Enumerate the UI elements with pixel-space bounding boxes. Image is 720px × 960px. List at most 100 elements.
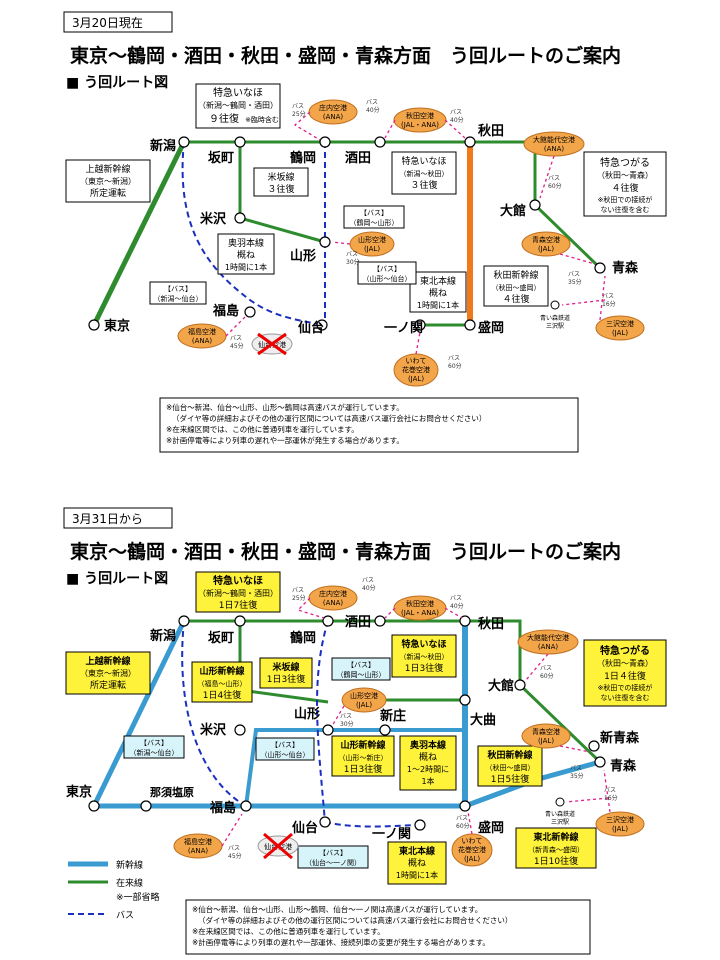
svg-text:バス: バス [228,845,240,852]
svg-text:９往復: ９往復 [209,112,239,125]
svg-text:福島空港: 福島空港 [184,837,212,846]
page-title: 東京～鶴岡・酒田・秋田・盛岡・青森方面 う回ルートのご案内 [70,44,621,67]
svg-text:奥羽本線: 奥羽本線 [228,237,264,249]
svg-text:1日3往復: 1日3往復 [405,662,443,674]
yamagata-shinkansen-box-2: 山形新幹線 （山形～新庄） 1日3往復 [331,735,395,777]
svg-text:秋田: 秋田 [478,123,504,139]
svg-text:40分: 40分 [450,602,464,610]
svg-text:４往復: ４往復 [502,293,529,305]
svg-text:特急いなほ: 特急いなほ [213,86,263,99]
svg-text:米沢: 米沢 [200,722,227,738]
svg-text:※計画停電等により列車の遅れや一部運休が発生する場合がありま: ※計画停電等により列車の遅れや一部運休が発生する場合があります。 [166,435,404,445]
svg-text:※秋田での接続が: ※秋田での接続が [598,683,653,692]
svg-text:青森空港: 青森空港 [532,727,560,736]
svg-text:花巻空港: 花巻空港 [458,845,486,854]
svg-text:バス: バス [230,335,242,342]
svg-text:【バス】: 【バス】 [271,741,299,749]
svg-text:大館: 大館 [488,678,514,694]
svg-text:(JAL): (JAL) [612,329,628,337]
svg-text:（新潟～秋田）: （新潟～秋田） [400,652,449,661]
notes-box: ※仙台～新潟、仙台～山形、山形～鶴岡、仙台～一ノ関は高速バスが運行しています。 … [185,899,591,955]
svg-text:バス: バス [346,251,358,258]
svg-text:※臨時含む: ※臨時含む [245,115,279,124]
svg-text:ない往復を含む: ない往復を含む [601,205,650,214]
svg-text:概ね: 概ね [408,857,426,869]
svg-text:東北本線: 東北本線 [399,845,435,857]
svg-text:秋田: 秋田 [478,616,504,632]
svg-text:（秋田～盛岡）: （秋田～盛岡） [486,763,535,772]
inaho-akita-box: 特急いなほ （新潟～秋田） ３往復 [391,151,457,195]
svg-text:1～2時間に: 1～2時間に [407,765,449,774]
svg-text:東京: 東京 [66,784,92,800]
svg-text:(ANA): (ANA) [192,337,213,345]
airport-labels: 庄内空港(ANA) 秋田空港(JAL・ANA) 山形空港(JAL) 大館能代空港… [184,589,634,863]
svg-text:1日3往復: 1日3往復 [267,673,305,685]
bus-tsuruoka-yamagata-box: 【バス】 （鶴岡～山形） [331,657,391,681]
inaho-box: 特急いなほ （新潟～鶴岡・酒田） ９往復 ※臨時含む [195,83,281,129]
svg-text:45分: 45分 [230,342,244,350]
svg-text:山形新幹線: 山形新幹線 [199,665,244,677]
svg-text:(JAL): (JAL) [538,737,554,745]
svg-text:山形: 山形 [294,706,320,722]
svg-text:(ANA): (ANA) [538,643,559,651]
svg-text:大曲: 大曲 [470,712,496,728]
svg-text:【バス】: 【バス】 [164,285,192,293]
svg-text:新潟: 新潟 [150,138,176,154]
svg-text:30分: 30分 [346,258,360,266]
svg-text:60分: 60分 [456,822,470,830]
svg-text:1日４往復: 1日４往復 [604,670,646,682]
svg-text:上越新幹線: 上越新幹線 [85,655,130,667]
svg-text:(ANA): (ANA) [188,847,209,855]
svg-text:(JAL): (JAL) [612,825,628,833]
svg-text:60分: 60分 [540,672,554,680]
svg-text:青森: 青森 [612,260,639,276]
svg-text:35分: 35分 [570,772,584,780]
svg-text:35分: 35分 [568,278,582,286]
svg-text:3月31日から: 3月31日から [72,512,143,526]
svg-text:秋田空港: 秋田空港 [406,111,434,120]
svg-text:【バス】: 【バス】 [373,265,401,273]
sendai-airport-closed: 仙台空港 [251,332,293,356]
svg-text:ない往復を含む: ない往復を含む [601,693,650,702]
yonesaka-box: 米坂線 ３往復 [253,167,309,197]
svg-text:（仙台～一ノ関）: （仙台～一ノ関） [305,858,361,867]
svg-text:青い森鉄道: 青い森鉄道 [545,810,575,818]
svg-text:４往復: ４往復 [611,182,638,194]
yamagata-shinkansen-box-1: 山形新幹線 （福島～山形） 1日4往復 [191,661,253,703]
svg-text:奥羽本線: 奥羽本線 [409,739,446,751]
misawa-station: 青い森鉄道 三沢駅 [545,797,575,826]
misawa-station: 青い森鉄道 三沢駅 [540,300,570,330]
svg-text:バス: バス [448,355,460,362]
ou-line-box: 奥羽本線 概ね 1～2時間に 1本 [399,735,457,791]
svg-text:バス: バス [568,271,580,278]
inaho-box: 特急いなほ （新潟～鶴岡・酒田） 1日7往復 [195,571,281,613]
svg-text:山形空港: 山形空港 [358,235,386,244]
svg-text:40分: 40分 [366,106,380,114]
svg-text:（鶴岡～山形）: （鶴岡～山形） [337,670,386,679]
svg-text:※仙台～新潟、仙台～山形、山形～鶴岡、仙台～一ノ関は高速バス: ※仙台～新潟、仙台～山形、山形～鶴岡、仙台～一ノ関は高速バスが運行しています。 [192,904,482,914]
station-labels: 新潟 坂町 鶴岡 酒田 秋田 大館 青森 米沢 山形 東京 福島 仙台 一ノ関 … [104,123,639,336]
svg-text:（東京～新潟）: （東京～新潟） [80,176,136,186]
route-map-march-31: 3月31日から 東京～鶴岡・酒田・秋田・盛岡・青森方面 う回ルートのご案内 ■ … [63,507,667,955]
svg-text:那須塩原: 那須塩原 [150,785,194,799]
svg-text:1時間に1本: 1時間に1本 [396,870,438,880]
svg-text:上越新幹線: 上越新幹線 [85,163,130,175]
svg-text:60分: 60分 [448,362,462,370]
legend: 新幹線 在来線 ※一部省略 バス [68,859,160,921]
inaho-akita-box: 特急いなほ （新潟～秋田） 1日3往復 [391,634,457,678]
svg-text:(JAL): (JAL) [464,855,480,863]
svg-text:仙台: 仙台 [298,320,324,336]
svg-text:盛岡: 盛岡 [478,320,504,336]
svg-text:庄内空港: 庄内空港 [319,589,347,598]
bus-yamagata-sendai-box: 【バス】 （山形～仙台） [255,737,315,761]
svg-text:福島空港: 福島空港 [188,327,216,336]
svg-text:山形空港: 山形空港 [350,691,378,700]
svg-text:1本: 1本 [421,776,434,786]
svg-text:※在来線区間では、この他に普通列車を運行しています。: ※在来線区間では、この他に普通列車を運行しています。 [166,424,359,434]
svg-text:バス: バス [362,577,374,584]
svg-text:新庄: 新庄 [380,708,406,724]
svg-text:(ANA): (ANA) [544,145,565,153]
svg-text:盛岡: 盛岡 [478,820,504,836]
svg-text:(JAL): (JAL) [408,375,424,383]
